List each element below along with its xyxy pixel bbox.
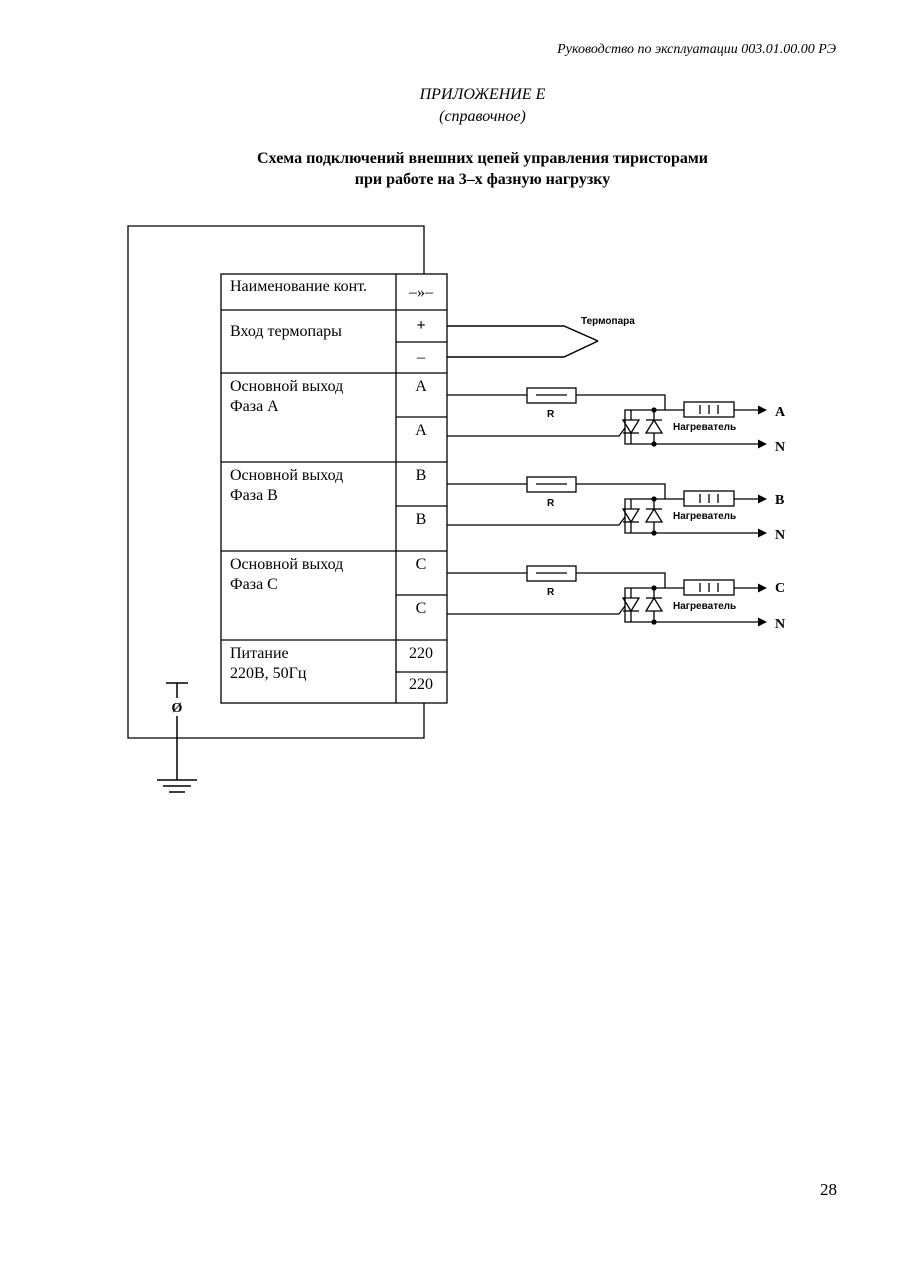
table-header-symbol: –»–	[408, 284, 434, 301]
page-number: 28	[820, 1180, 837, 1199]
neutral-output-a: N	[775, 440, 785, 455]
thermocouple	[447, 325, 599, 358]
heater-label-a: Нагреватель	[673, 422, 736, 433]
phase-a-circuit	[447, 387, 767, 449]
diagram-title-line1: Схема подключений внешних цепей управлен…	[257, 150, 708, 167]
fuse-icon: Ø	[172, 701, 183, 716]
appendix-subtitle: (справочное)	[439, 108, 526, 125]
phase-a-output: A	[775, 405, 786, 420]
phase-a-label-line2: Фаза А	[230, 398, 279, 415]
phase-c-circuit	[447, 565, 767, 627]
thermo-plus-terminal: +	[416, 317, 425, 334]
power-terminal-2: 220	[409, 676, 433, 693]
phase-a-label-line1: Основной выход	[230, 378, 343, 395]
thermo-minus-terminal: –	[416, 349, 426, 366]
phase-b-terminal-1: В	[416, 467, 427, 484]
heater-label-c: Нагреватель	[673, 601, 736, 612]
resistor-label-a: R	[547, 409, 555, 420]
phase-c-output: C	[775, 581, 785, 596]
thermocouple-label: Термопара	[581, 316, 635, 327]
table-header-name: Наименование конт.	[230, 278, 367, 295]
phase-c-label-line1: Основной выход	[230, 556, 343, 573]
document-reference: Руководство по эксплуатации 003.01.00.00…	[557, 42, 836, 57]
phase-b-label-line1: Основной выход	[230, 467, 343, 484]
resistor-label-c: R	[547, 587, 555, 598]
phase-b-label-line2: Фаза В	[230, 487, 278, 504]
power-terminal-1: 220	[409, 645, 433, 662]
thermo-input-label: Вход термопары	[230, 323, 342, 340]
phase-b-terminal-2: В	[416, 511, 427, 528]
appendix-title: ПРИЛОЖЕНИЕ Е	[419, 86, 546, 103]
power-label-line1: Питание	[230, 645, 289, 662]
phase-c-label-line2: Фаза С	[230, 576, 278, 593]
phase-b-circuit	[447, 476, 767, 538]
neutral-output-b: N	[775, 528, 785, 543]
phase-a-terminal-1: А	[415, 378, 427, 395]
phase-c-terminal-2: С	[416, 600, 427, 617]
power-label-line2: 220В, 50Гц	[230, 665, 307, 682]
resistor-label-b: R	[547, 498, 555, 509]
diagram-title-line2: при работе на 3–х фазную нагрузку	[354, 171, 611, 188]
phase-b-output: B	[775, 493, 784, 508]
phase-c-terminal-1: С	[416, 556, 427, 573]
device-frame	[127, 225, 425, 739]
phase-a-terminal-2: А	[415, 422, 427, 439]
neutral-output-c: N	[775, 617, 785, 632]
heater-label-b: Нагреватель	[673, 511, 736, 522]
terminal-table	[220, 273, 448, 704]
